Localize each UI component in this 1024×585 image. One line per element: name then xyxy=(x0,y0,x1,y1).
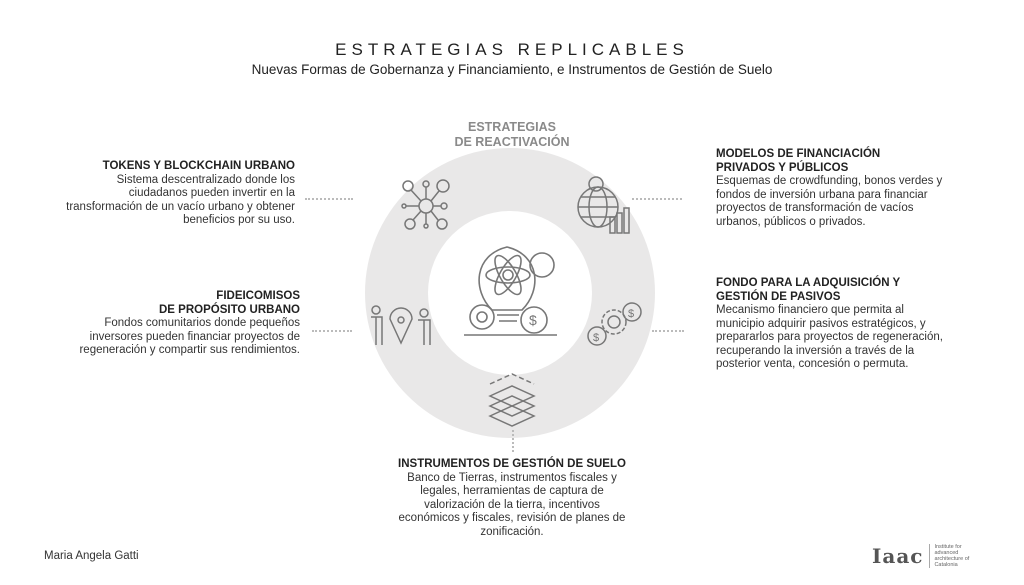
strategy-title-line1: FIDEICOMISOS xyxy=(216,290,300,302)
strategy-gestion-suelo: INSTRUMENTOS DE GESTIÓN DE SUELO Banco d… xyxy=(392,458,632,539)
logo-mark: Iaac xyxy=(872,544,924,568)
strategy-title: TOKENS Y BLOCKCHAIN URBANO xyxy=(102,160,295,172)
strategy-description: Sistema descentralizado donde los ciudad… xyxy=(66,173,295,227)
strategy-financing-models: MODELOS DE FINANCIACIÓN PRIVADOS Y PÚBLI… xyxy=(716,148,956,229)
svg-text:$: $ xyxy=(628,308,634,320)
connector-mid-left xyxy=(312,330,352,332)
strategy-title: FONDO PARA LA ADQUISICIÓN Y GESTIÓN DE P… xyxy=(716,277,901,303)
strategy-description: Esquemas de crowdfunding, bonos verdes y… xyxy=(716,175,943,228)
center-title-line1: ESTRATEGIAS xyxy=(468,120,556,134)
strategy-title-line2: DE PROPÓSITO URBANO xyxy=(159,303,300,316)
connector-top-right xyxy=(632,198,682,200)
svg-text:$: $ xyxy=(529,312,537,328)
connector-top-left xyxy=(305,198,353,200)
page-subtitle: Nuevas Formas de Gobernanza y Financiami… xyxy=(251,62,773,77)
people-location-icon xyxy=(371,305,431,345)
connector-mid-right xyxy=(652,330,684,332)
ring-center xyxy=(428,211,592,375)
strategy-description: Fondos comunitarios donde pequeños inver… xyxy=(79,317,300,356)
strategy-fideicomisos: FIDEICOMISOS DE PROPÓSITO URBANO Fondos … xyxy=(70,290,300,358)
logo-text: Institute for advanced architecture of C… xyxy=(929,544,974,568)
blockchain-network-icon xyxy=(401,179,450,230)
svg-text:$: $ xyxy=(593,332,599,344)
gears-dollar-icon: $$ xyxy=(587,302,642,346)
center-title: ESTRATEGIAS DE REACTIVACIÓN xyxy=(412,120,612,150)
center-title-line2: DE REACTIVACIÓN xyxy=(454,135,570,149)
strategy-tokens-blockchain: TOKENS Y BLOCKCHAIN URBANO Sistema desce… xyxy=(60,160,295,228)
lightbulb-gears-icon: $ xyxy=(464,246,557,336)
strategy-fondo-pasivos: FONDO PARA LA ADQUISICIÓN Y GESTIÓN DE P… xyxy=(716,277,951,372)
globe-finance-icon xyxy=(577,176,630,234)
strategy-description: Mecanismo financiero que permita al muni… xyxy=(716,304,943,370)
strategy-title: INSTRUMENTOS DE GESTIÓN DE SUELO xyxy=(398,458,626,470)
land-layers-icon xyxy=(488,373,536,427)
author: Maria Angela Gatti xyxy=(44,550,139,562)
strategy-title: MODELOS DE FINANCIACIÓN PRIVADOS Y PÚBLI… xyxy=(716,148,881,174)
connector-bottom xyxy=(512,430,514,452)
page-title: ESTRATEGIAS REPLICABLES xyxy=(335,40,689,59)
iaac-logo: Iaac Institute for advanced architecture… xyxy=(872,544,974,568)
strategy-description: Banco de Tierras, instrumentos fiscales … xyxy=(398,471,626,538)
